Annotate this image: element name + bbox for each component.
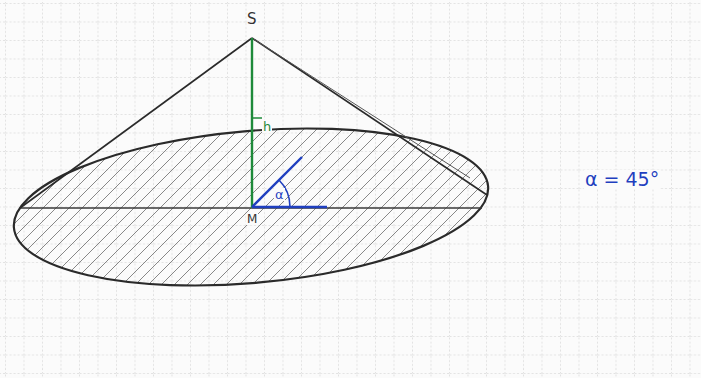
hatch-line <box>42 0 420 378</box>
hatch-line <box>0 0 147 378</box>
hatch-line <box>562 0 701 378</box>
hatch-line <box>419 0 701 378</box>
hatch-line <box>133 0 511 378</box>
hatch-line <box>0 0 173 378</box>
hatch-line <box>224 0 602 378</box>
hatch-line <box>55 0 433 378</box>
hatch-line <box>0 0 212 378</box>
hatch-line <box>0 0 225 378</box>
hatch-line <box>354 0 701 378</box>
hatch-line <box>0 0 160 378</box>
hatch-line <box>237 0 615 378</box>
hatch-line <box>432 0 701 378</box>
angle-leg <box>252 157 302 207</box>
hatch-line <box>614 0 701 378</box>
point-label: M <box>246 213 258 225</box>
hatch-line <box>640 0 701 378</box>
hatch-line <box>263 0 641 378</box>
point-label: S <box>246 12 258 27</box>
hatch-line <box>0 0 56 378</box>
hatch-line <box>523 0 701 378</box>
cone-side <box>252 38 470 178</box>
hatch-line <box>653 0 701 378</box>
hatch-line <box>107 0 485 378</box>
hatch-line <box>159 0 537 378</box>
hatch-line <box>68 0 446 378</box>
hatch-line <box>0 0 186 378</box>
hatch-line <box>120 0 498 378</box>
hatch-line <box>146 0 524 378</box>
hatch-line <box>341 0 701 378</box>
hatch-line <box>627 0 701 378</box>
hatch-line <box>588 0 701 378</box>
hatch-line <box>94 0 472 378</box>
hatch-line <box>0 0 277 378</box>
height-label: h <box>262 120 272 133</box>
hatch-line <box>458 0 701 378</box>
hatch-line <box>393 0 701 378</box>
hatch-line <box>0 0 316 378</box>
hatch-line <box>0 0 342 378</box>
hatch-line <box>0 0 355 378</box>
hatch-line <box>549 0 701 378</box>
hatch-line <box>0 0 251 378</box>
hatch-line <box>0 0 4 378</box>
hatch-line <box>0 0 17 378</box>
hatch-line <box>380 0 701 378</box>
hatch-line <box>484 0 701 378</box>
hatch-line <box>471 0 701 378</box>
hatch-line <box>0 0 290 378</box>
hatch-line <box>367 0 701 378</box>
hatch-line <box>172 0 550 378</box>
hatch-line <box>497 0 701 378</box>
hatch-line <box>302 0 680 378</box>
hatch-line <box>536 0 701 378</box>
hatch-line <box>0 0 69 378</box>
hatch-line <box>0 0 238 378</box>
hatch-line <box>0 0 368 378</box>
hatch-line <box>328 0 701 378</box>
hatch-line <box>692 0 701 378</box>
hatch-line <box>679 0 701 378</box>
hatch-line <box>16 0 394 378</box>
hatch-line <box>0 0 30 378</box>
angle-label: α <box>274 188 285 201</box>
hatch-line <box>0 0 121 378</box>
hatch-line <box>406 0 701 378</box>
hatch-line <box>211 0 589 378</box>
hatch-line <box>185 0 563 378</box>
hatch-line <box>3 0 381 378</box>
hatch-line <box>198 0 576 378</box>
hatch-line <box>666 0 701 378</box>
hatch-line <box>0 0 108 378</box>
cone-side <box>20 38 252 208</box>
hatch-line <box>510 0 701 378</box>
hatch-line <box>601 0 701 378</box>
hatch-line <box>445 0 701 378</box>
hatch-line <box>81 0 459 378</box>
height-mark <box>252 117 262 119</box>
hatch-line <box>250 0 628 378</box>
angle-value: α = 45° <box>584 170 660 189</box>
hatch-line <box>575 0 701 378</box>
hatch-line <box>276 0 654 378</box>
hatch-line <box>0 0 95 378</box>
hatch-line <box>29 0 407 378</box>
height-line <box>251 38 253 208</box>
hatch-line <box>0 0 43 378</box>
hatch-line <box>0 0 199 378</box>
hatch-line <box>315 0 693 378</box>
